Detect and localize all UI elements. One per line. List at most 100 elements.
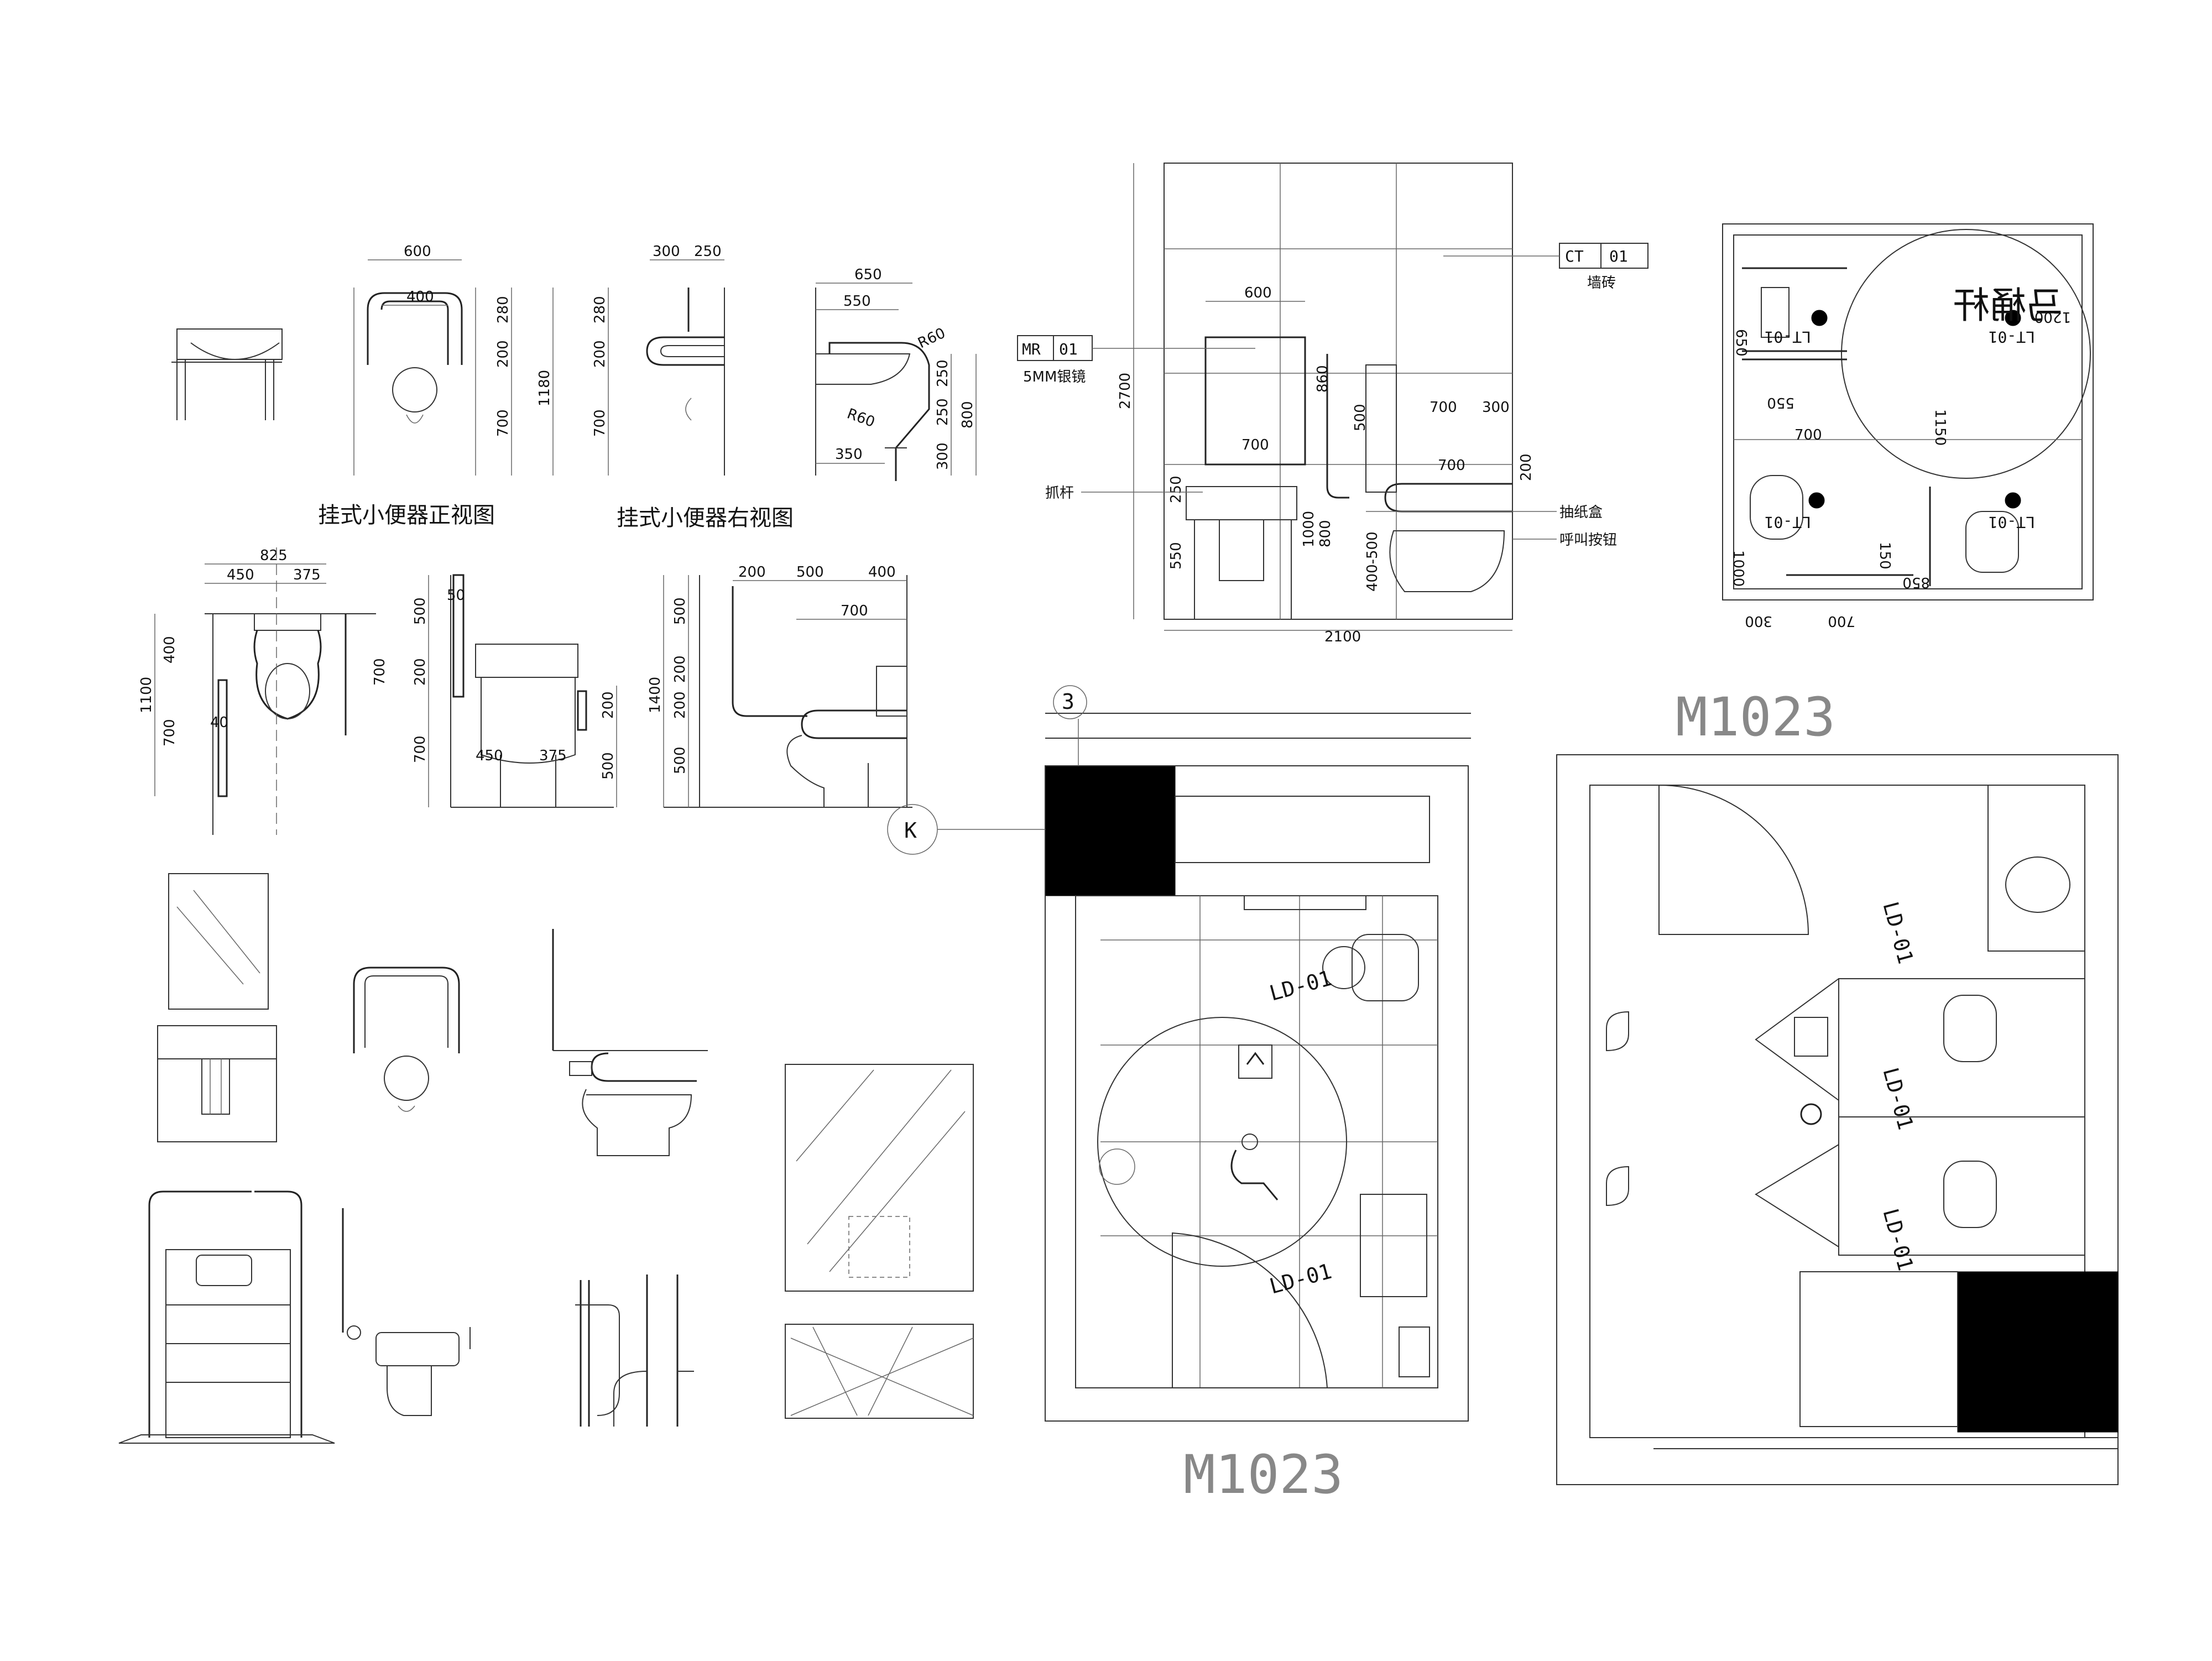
small-accessible-plan: 1200 1150 700 550 300 700 150 850 1000 6… (1722, 223, 2094, 629)
dim-200-tsb: 200 (672, 691, 688, 719)
dim-650-sp: 650 (1733, 329, 1749, 357)
grid-marker-k: K (904, 818, 917, 843)
dim-280: 280 (495, 296, 512, 323)
caption-urinal-front: 挂式小便器正视图 (318, 503, 495, 528)
tag-ld-4: LD-01 (1878, 1065, 1918, 1132)
shower-seat-block (118, 1190, 335, 1444)
tag-ld-1: LD-01 (1267, 966, 1334, 1006)
dim-1100: 1100 (138, 677, 155, 713)
grab-bar-elevations (575, 1275, 694, 1427)
dim-450-tf: 450 (476, 748, 503, 764)
dim-700-r: 700 (592, 409, 608, 437)
room-label-right: M1023 (1676, 686, 1835, 748)
dim-550-sp: 550 (1767, 394, 1794, 411)
urinal-front-view: 600 400 280 200 700 1180 (353, 243, 554, 476)
dim-r60-b: R60 (845, 405, 877, 431)
dim-500-tsa: 500 (672, 597, 688, 625)
toilet-side-view: 200 500 400 700 500 200 200 500 1400 (647, 564, 912, 808)
dim-2700: 2700 (1117, 373, 1134, 409)
dim-400-ts: 400 (868, 564, 896, 581)
dim-700b-sp: 700 (1828, 613, 1855, 629)
tag-lt-3: LT-01 (1765, 513, 1811, 531)
dim-300-h: 300 (935, 442, 951, 470)
tag-lt-1: LT-01 (1765, 328, 1811, 346)
tag-ld-5: LD-01 (1878, 1206, 1918, 1273)
dim-500-el: 500 (1352, 404, 1369, 431)
dim-700: 700 (495, 409, 512, 437)
toilet-front-view: 50 450 375 500 200 700 200 500 (412, 574, 617, 808)
dim-300: 300 (653, 243, 680, 260)
toilet-grab-small (342, 1208, 471, 1416)
dim-375-tf: 375 (539, 748, 567, 764)
dim-860-el: 860 (1314, 365, 1331, 393)
dim-700-el-b: 700 (1430, 399, 1457, 416)
dim-1000-sp: 1000 (1730, 550, 1746, 587)
note-mirror: 5MM银镜 (1023, 369, 1086, 385)
label-tissue-box: 抽纸盒 (1559, 504, 1603, 521)
grid-marker-3: 3 (1062, 690, 1074, 714)
dim-300-el: 300 (1482, 399, 1510, 416)
dim-700-ts: 700 (841, 603, 868, 619)
dim-200-el: 200 (1518, 453, 1535, 481)
dim-600-el: 600 (1244, 285, 1272, 301)
urinal-block (353, 967, 460, 1112)
dim-600: 600 (404, 243, 431, 260)
note-tile: 墙砖 (1587, 275, 1616, 291)
dim-850-sp: 850 (1902, 574, 1930, 591)
tag-ld-3: LD-01 (1878, 899, 1918, 967)
dim-800-el: 800 (1317, 520, 1334, 547)
tag-mr-num: 01 (1059, 340, 1078, 358)
dim-400: 400 (406, 289, 434, 305)
dim-500-tfr: 500 (600, 752, 617, 780)
dim-1000-el: 1000 (1301, 511, 1317, 547)
dim-350: 350 (835, 446, 863, 463)
dim-2100: 2100 (1324, 629, 1361, 645)
dim-700-el-a: 700 (1241, 437, 1269, 453)
dim-700-sp: 700 (1794, 427, 1822, 443)
tag-ct-num: 01 (1609, 247, 1628, 265)
dim-200-tsa: 200 (672, 655, 688, 683)
caption-urinal-right: 挂式小便器右视图 (617, 505, 794, 531)
tag-lt-2: LT-01 (1989, 328, 2035, 346)
dim-375: 375 (293, 567, 321, 583)
dim-250-a: 250 (935, 359, 951, 387)
dim-50: 50 (447, 587, 465, 604)
dim-700-tpr: 700 (372, 658, 388, 686)
accessible-toilet-elevation: 2700 2100 600 700 700 300 700 200 250 55… (1017, 163, 1648, 645)
label-call-button: 呼叫按钮 (1559, 532, 1617, 549)
dim-700-tf: 700 (412, 735, 429, 763)
dim-1400: 1400 (647, 677, 664, 713)
dim-1200: 1200 (2034, 309, 2071, 325)
room-label-center: M1023 (1183, 1444, 1343, 1506)
dim-200: 200 (495, 340, 512, 368)
dim-500-tf: 500 (412, 597, 429, 625)
dim-40: 40 (210, 714, 228, 731)
dim-200-r: 200 (592, 340, 608, 368)
dim-250-el: 250 (1168, 476, 1185, 503)
center-plan: 3 K LD-01 LD-01 M1023 (887, 685, 1471, 1506)
dim-825: 825 (260, 547, 288, 564)
mirror-basin-block (157, 873, 277, 1142)
dim-250-b: 250 (935, 398, 951, 426)
dim-700-tp: 700 (161, 719, 178, 746)
dim-400-tp: 400 (161, 636, 178, 664)
basin-front-view (171, 328, 283, 420)
basin-side-view: 650 550 R60 R60 350 250 250 300 800 (815, 267, 977, 481)
dim-550: 550 (843, 293, 871, 310)
dim-1180: 1180 (536, 370, 553, 406)
dim-500-ts: 500 (796, 564, 824, 581)
dim-1150: 1150 (1932, 409, 1948, 446)
right-plan: LD-01 LD-01 LD-01 M1023 (1556, 686, 2119, 1485)
dim-280-r: 280 (592, 296, 608, 323)
dim-500-tsb: 500 (672, 746, 688, 774)
dim-250: 250 (694, 243, 722, 260)
dim-200-tf: 200 (412, 658, 429, 686)
dim-r60-a: R60 (915, 325, 948, 352)
toilet-grabbar-block (552, 929, 708, 1156)
tag-lt-4: LT-01 (1989, 513, 2035, 531)
label-grab-bar: 抓杆 (1045, 485, 1074, 502)
mirror-large-block (785, 1064, 974, 1419)
tag-ct: CT (1565, 247, 1584, 265)
